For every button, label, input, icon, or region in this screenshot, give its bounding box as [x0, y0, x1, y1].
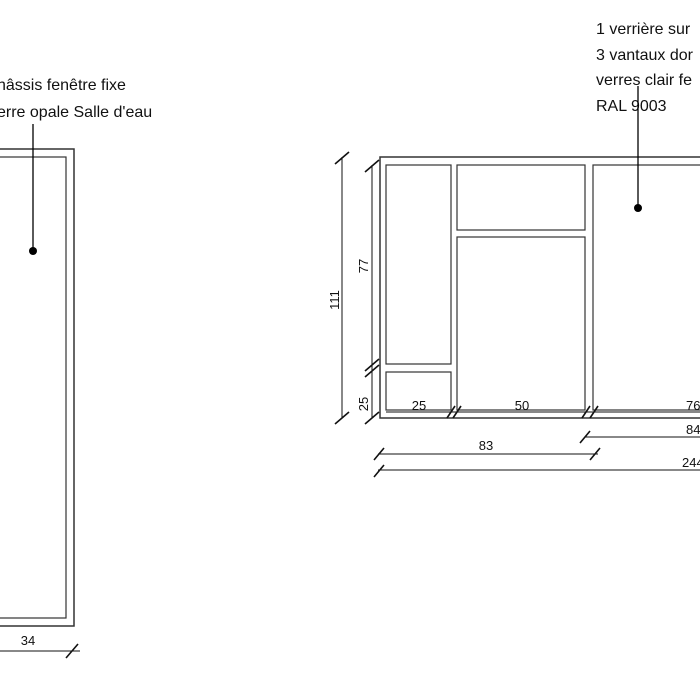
height-upper-tick-bottom	[364, 358, 380, 372]
right-window-outer-frame	[379, 156, 700, 419]
right-window-note: 1 verrière sur 3 vantaux dor verres clai…	[596, 21, 694, 212]
width-left-panel-label: 25	[412, 398, 426, 413]
left-window-inner-frame	[0, 156, 67, 619]
height-total-label: 111	[327, 290, 342, 310]
height-total-tick-bottom	[334, 411, 350, 425]
height-total-tick-top	[334, 151, 350, 165]
height-lower-label: 25	[356, 397, 371, 411]
right-note-leader-dot	[634, 204, 642, 212]
height-upper-tick-top	[364, 159, 380, 173]
width-right-panel-label: 76	[686, 398, 700, 413]
width-middle-panel-label: 50	[515, 398, 529, 413]
width-left-section-label: 83	[479, 438, 493, 453]
height-lower-tick-top	[364, 364, 380, 378]
height-upper-label: 77	[356, 259, 371, 273]
leaf-2-main-pane	[456, 236, 586, 411]
left-width-label: 34	[21, 633, 35, 648]
left-window	[0, 148, 75, 627]
leaf-3-pane	[592, 164, 700, 411]
width-total-tick-left	[373, 464, 385, 478]
left-window-note: hâssis fenêtre fixe erre opale Salle d'e…	[0, 77, 152, 255]
leaf-1-lower-pane	[385, 371, 452, 411]
left-window-outer-frame	[0, 148, 75, 627]
leaf-2-top-pane	[456, 164, 586, 231]
width-inner-tick-1	[446, 405, 456, 419]
width-left-section-tick-right	[589, 447, 601, 461]
width-dimension-total: 244	[373, 455, 700, 478]
left-width-dim-tick	[65, 643, 79, 659]
height-dimension-lower: 25	[356, 364, 380, 425]
height-dimension-total: 111	[327, 151, 350, 425]
width-right-section-tick	[579, 430, 591, 444]
width-dimension-inner: 25 50 76	[386, 398, 700, 419]
leaf-1-upper-pane	[385, 164, 452, 365]
width-right-section-label: 84	[686, 422, 700, 437]
width-dimension-left-section: 83	[373, 438, 601, 461]
width-inner-tick-2	[452, 405, 462, 419]
width-inner-tick-3	[581, 405, 591, 419]
height-lower-tick-bottom	[364, 411, 380, 425]
left-note-line-1: hâssis fenêtre fixe	[0, 77, 126, 94]
left-width-dimension: 34	[0, 633, 80, 659]
width-inner-tick-4	[589, 405, 599, 419]
left-note-line-2: erre opale Salle d'eau	[0, 104, 152, 121]
left-note-leader-dot	[29, 247, 37, 255]
width-dimension-right-section: 84	[579, 422, 700, 444]
width-left-section-tick-left	[373, 447, 385, 461]
right-note-line-1: 1 verrière sur	[596, 21, 691, 38]
right-note-line-4: RAL 9003	[596, 98, 667, 115]
right-window	[379, 156, 700, 419]
right-note-line-3: verres clair fe	[596, 72, 692, 89]
width-total-label: 244	[682, 455, 700, 470]
height-dimension-upper: 77	[356, 159, 380, 372]
right-note-line-2: 3 vantaux dor	[596, 47, 694, 64]
